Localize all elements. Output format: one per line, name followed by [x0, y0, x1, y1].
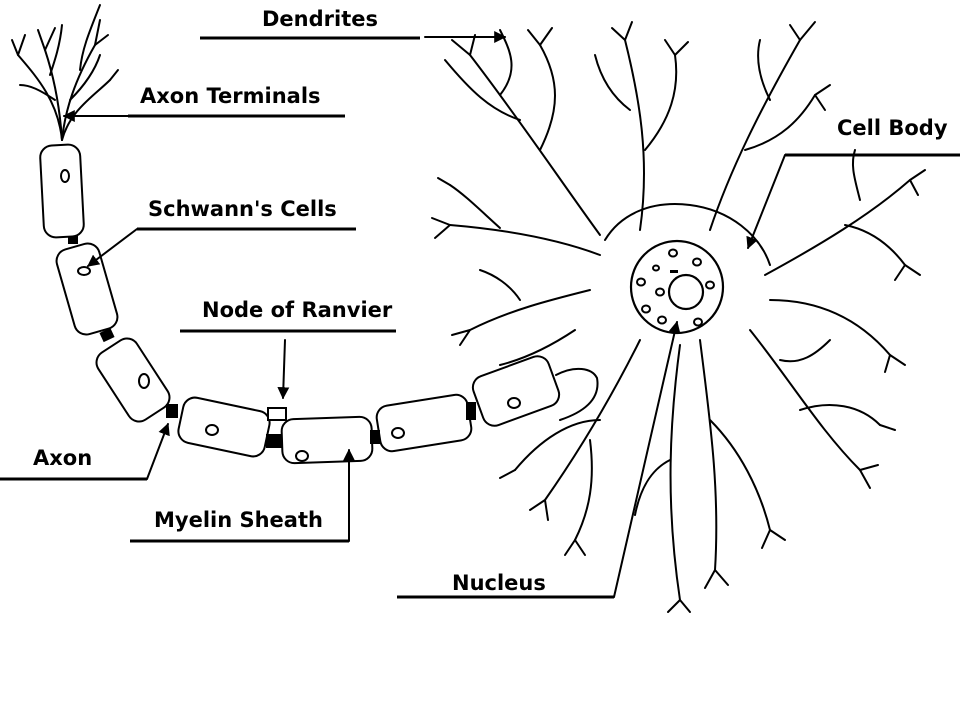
- organelle: [655, 287, 665, 297]
- schwanns-cells-label: Schwann's Cells: [148, 197, 337, 221]
- axon-terminals-label: Axon Terminals: [140, 84, 321, 108]
- label-dendrites: Dendrites: [200, 7, 507, 43]
- label-schwanns-cells: Schwann's Cells: [87, 197, 356, 267]
- axon-terminal-branches: [11, 4, 119, 141]
- node-of-ranvier: [466, 402, 476, 420]
- cell-body-label: Cell Body: [837, 116, 948, 140]
- schwann-nucleus: [295, 450, 309, 462]
- schwann-cell: [280, 415, 374, 465]
- organelle: [692, 257, 702, 267]
- schwann-nucleus: [507, 397, 521, 409]
- organelle: [657, 315, 667, 325]
- node-of-ranvier-label: Node of Ranvier: [202, 298, 393, 322]
- schwann-cell: [55, 242, 119, 336]
- organelle: [668, 248, 678, 258]
- label-cell-body: Cell Body: [746, 116, 960, 250]
- organelle: [652, 264, 660, 272]
- schwann-cell: [177, 396, 271, 458]
- axon-label: Axon: [33, 446, 92, 470]
- schwann-nucleus: [391, 427, 405, 439]
- myelin-sheath-label: Myelin Sheath: [154, 508, 323, 532]
- label-axon: Axon: [0, 422, 170, 481]
- schwann-cell: [95, 337, 171, 423]
- schwann-cell: [39, 143, 85, 239]
- node-of-ranvier: [370, 430, 380, 444]
- node-of-ranvier: [68, 236, 78, 244]
- label-nucleus: Nucleus: [397, 320, 681, 599]
- schwann-cell: [375, 393, 473, 453]
- schwann-nucleus: [77, 266, 91, 276]
- nucleus-label: Nucleus: [452, 571, 546, 595]
- organelle: [641, 304, 651, 314]
- organelle: [693, 317, 703, 327]
- schwann-cell: [471, 355, 561, 427]
- schwann-nucleus: [60, 169, 70, 183]
- label-node-of-ranvier: Node of Ranvier: [180, 298, 396, 400]
- schwann-nucleus: [205, 424, 219, 436]
- nucleus: [629, 239, 725, 335]
- organelle: [705, 280, 715, 290]
- label-axon-terminals: Axon Terminals: [62, 84, 345, 122]
- organelle: [636, 277, 646, 287]
- schwann-nucleus: [138, 373, 150, 389]
- node-of-ranvier: [266, 434, 282, 448]
- myelinated-axon: [39, 143, 599, 465]
- dendrites-label: Dendrites: [262, 7, 378, 31]
- node-of-ranvier-gap: [267, 407, 287, 421]
- node-of-ranvier: [99, 327, 115, 343]
- node-of-ranvier: [166, 404, 178, 418]
- label-myelin-sheath: Myelin Sheath: [130, 448, 355, 543]
